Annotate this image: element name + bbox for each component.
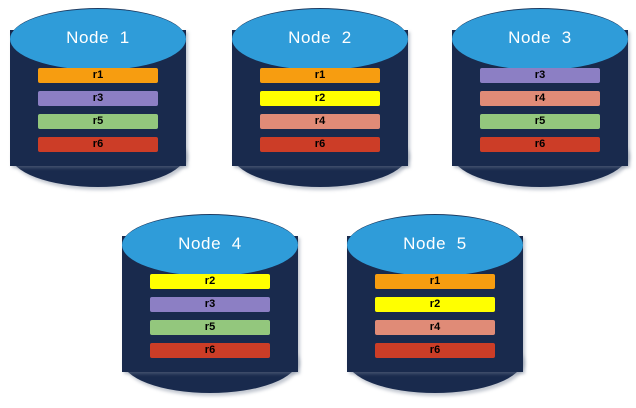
replica-bar[interactable]: r2 (260, 91, 380, 106)
replica-bar[interactable]: r5 (480, 114, 600, 129)
replica-bar[interactable]: r6 (260, 137, 380, 152)
replica-bar[interactable]: r5 (38, 114, 158, 129)
replica-list: r1 r2 r4 r6 (260, 68, 380, 152)
replica-bar[interactable]: r6 (38, 137, 158, 152)
node-cylinder[interactable]: Node 2 r1 r2 r4 r6 (232, 8, 408, 188)
node-title: Node 5 (403, 234, 467, 253)
replica-list: r3 r4 r5 r6 (480, 68, 600, 152)
replica-bar[interactable]: r4 (260, 114, 380, 129)
node-cylinder[interactable]: Node 4 r2 r3 r5 r6 (122, 214, 298, 394)
replica-bar[interactable]: r4 (375, 320, 495, 335)
replica-bar[interactable]: r1 (38, 68, 158, 83)
cylinder-top (347, 214, 523, 276)
node-title: Node 1 (66, 28, 130, 47)
replica-bar[interactable]: r6 (480, 137, 600, 152)
replica-bar[interactable]: r4 (480, 91, 600, 106)
replica-bar[interactable]: r6 (375, 343, 495, 358)
replica-list: r2 r3 r5 r6 (150, 274, 270, 358)
replica-bar[interactable]: r1 (375, 274, 495, 289)
replica-list: r1 r3 r5 r6 (38, 68, 158, 152)
replica-bar[interactable]: r5 (150, 320, 270, 335)
replica-bar[interactable]: r3 (38, 91, 158, 106)
node-title: Node 2 (288, 28, 352, 47)
replica-bar[interactable]: r2 (375, 297, 495, 312)
replica-list: r1 r2 r4 r6 (375, 274, 495, 358)
node-cylinder[interactable]: Node 3 r3 r4 r5 r6 (452, 8, 628, 188)
cylinder-top (122, 214, 298, 276)
node-title: Node 4 (178, 234, 242, 253)
replica-bar[interactable]: r1 (260, 68, 380, 83)
replica-bar[interactable]: r2 (150, 274, 270, 289)
replica-bar[interactable]: r3 (480, 68, 600, 83)
replica-bar[interactable]: r3 (150, 297, 270, 312)
cylinder-top (232, 8, 408, 70)
cylinder-top (452, 8, 628, 70)
node-title: Node 3 (508, 28, 572, 47)
node-cylinder[interactable]: Node 5 r1 r2 r4 r6 (347, 214, 523, 394)
replica-bar[interactable]: r6 (150, 343, 270, 358)
cylinder-top (10, 8, 186, 70)
node-cylinder[interactable]: Node 1 r1 r3 r5 r6 (10, 8, 186, 188)
